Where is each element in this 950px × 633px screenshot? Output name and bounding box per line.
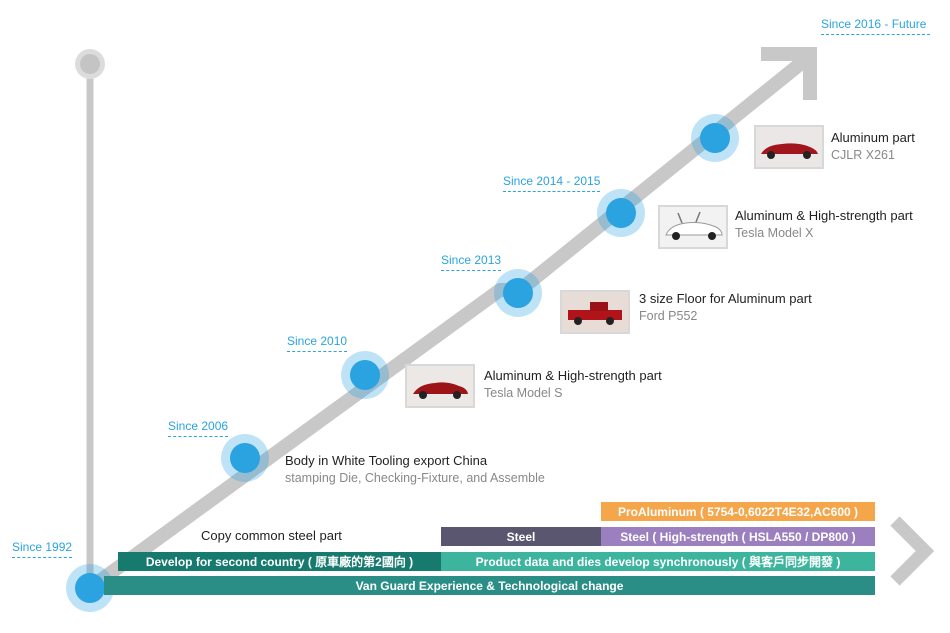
milestone-2016-title: Aluminum part — [831, 130, 915, 145]
since-2016-label: Since 2016 - Future — [821, 17, 931, 35]
since-2014-label: Since 2014 - 2015 — [503, 174, 601, 192]
since-2006-label: Since 2006 — [168, 419, 229, 437]
milestone-2006-title: Body in White Tooling export China — [285, 453, 488, 468]
milestone-node-1992 — [66, 564, 114, 612]
steel-bar-label: Steel — [506, 529, 536, 544]
car-image-tesla-model-s — [405, 364, 475, 408]
since-1992-label: Since 1992 — [12, 540, 73, 558]
copy-steel-label: Copy common steel part — [201, 528, 342, 543]
milestone-2016-subtitle: CJLR X261 — [831, 148, 895, 162]
product-data-bar-label: Product data and dies develop synchronou… — [475, 555, 841, 569]
milestone-2013-subtitle: Ford P552 — [639, 309, 698, 323]
steel-high-strength-bar-label: Steel ( High-strength ( HSLA550 / DP800 … — [620, 529, 856, 544]
milestone-node-2010 — [341, 351, 389, 399]
van-guard-bar-label: Van Guard Experience & Technological cha… — [355, 578, 624, 593]
car-image-jaguar — [754, 125, 824, 169]
product-data-bar: Product data and dies develop synchronou… — [441, 552, 875, 571]
milestone-2014-title: Aluminum & High-strength part — [735, 208, 913, 223]
since-2013-label: Since 2013 — [441, 253, 502, 271]
develop-second-country-bar-label: Develop for second country ( 原車廠的第2國向 ) — [145, 555, 414, 569]
milestone-2013-title: 3 size Floor for Aluminum part — [639, 291, 812, 306]
car-image-ford-pickup — [560, 290, 630, 334]
milestone-2010-title: Aluminum & High-strength part — [484, 368, 662, 383]
milestone-node-2016 — [691, 114, 739, 162]
milestone-2014-subtitle: Tesla Model X — [735, 226, 814, 240]
since-2010-label: Since 2010 — [287, 334, 348, 352]
milestone-2006-subtitle: stamping Die, Checking-Fixture, and Asse… — [285, 471, 545, 485]
proaluminum-bar-label: ProAluminum ( 5754-0,6022T4E32,AC600 ) — [617, 504, 859, 519]
steel-bar: Steel — [441, 527, 601, 546]
milestone-node-2006 — [221, 434, 269, 482]
proaluminum-bar: ProAluminum ( 5754-0,6022T4E32,AC600 ) — [601, 502, 875, 521]
milestone-node-2013 — [494, 269, 542, 317]
milestone-node-2014 — [597, 189, 645, 237]
milestone-2010-subtitle: Tesla Model S — [484, 386, 563, 400]
right-chevron-icon — [890, 516, 935, 586]
van-guard-bar: Van Guard Experience & Technological cha… — [104, 576, 875, 595]
steel-high-strength-bar: Steel ( High-strength ( HSLA550 / DP800 … — [601, 527, 875, 546]
growth-arrow-head — [761, 47, 817, 100]
develop-second-country-bar: Develop for second country ( 原車廠的第2國向 ) — [118, 552, 441, 571]
car-image-tesla-model-x — [658, 205, 728, 249]
axis-top-dot — [80, 54, 100, 74]
